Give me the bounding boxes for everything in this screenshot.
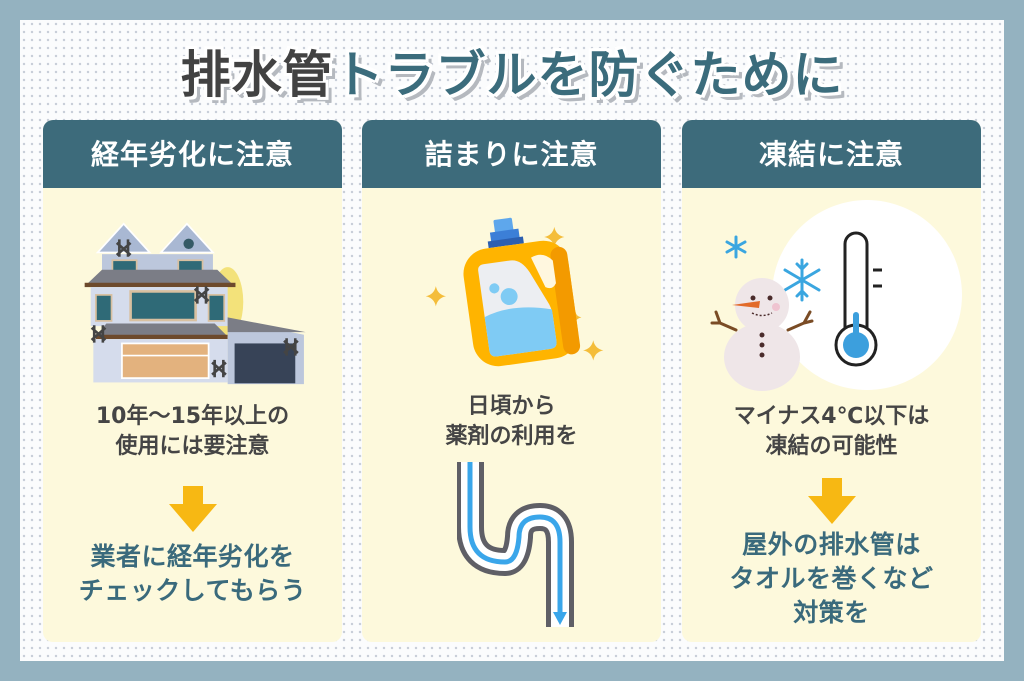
caption-line: 凍結の可能性 — [765, 434, 898, 459]
card-clog: 詰まりに注意 日頃から 薬剤の利用を — [362, 120, 661, 642]
drain-pipe-icon — [457, 462, 574, 627]
detergent-bottle-icon — [425, 217, 604, 367]
aging-house-icon — [84, 222, 306, 385]
action-line: 業者に経年劣化を — [90, 542, 295, 571]
caption-line: マイナス4℃以下は — [733, 404, 930, 429]
action-line: 対策を — [793, 598, 870, 627]
title-part-dark: 排水管 — [180, 46, 334, 104]
card-header: 詰まりに注意 — [362, 120, 661, 188]
card-header: 経年劣化に注意 — [43, 120, 342, 188]
action-line: タオルを巻くなど — [729, 564, 934, 593]
caption-line: 薬剤の利用を — [445, 424, 578, 449]
card-caption: 日頃から 薬剤の利用を — [362, 392, 661, 452]
down-arrow-icon — [168, 486, 217, 532]
card-aging: 経年劣化に注意 — [43, 120, 342, 642]
caption-line: 日頃から — [467, 394, 556, 419]
card-action: 業者に経年劣化を チェックしてもらう — [43, 540, 342, 608]
down-arrow-icon — [807, 478, 856, 524]
card-action: 屋外の排水管は タオルを巻くなど 対策を — [682, 528, 981, 630]
snowman-thermometer-icon — [710, 200, 962, 391]
page-title: 排水管トラブルを防ぐために — [0, 42, 1024, 108]
caption-line: 使用には要注意 — [115, 434, 270, 459]
action-line: 屋外の排水管は — [742, 530, 921, 559]
card-caption: マイナス4℃以下は 凍結の可能性 — [682, 402, 981, 462]
caption-line: 10年〜15年以上の — [95, 404, 290, 429]
title-part-teal: トラブルを防ぐために — [333, 46, 844, 104]
card-caption: 10年〜15年以上の 使用には要注意 — [43, 402, 342, 462]
action-line: チェックしてもらう — [78, 576, 307, 605]
card-freeze: 凍結に注意 — [682, 120, 981, 642]
card-header: 凍結に注意 — [682, 120, 981, 188]
